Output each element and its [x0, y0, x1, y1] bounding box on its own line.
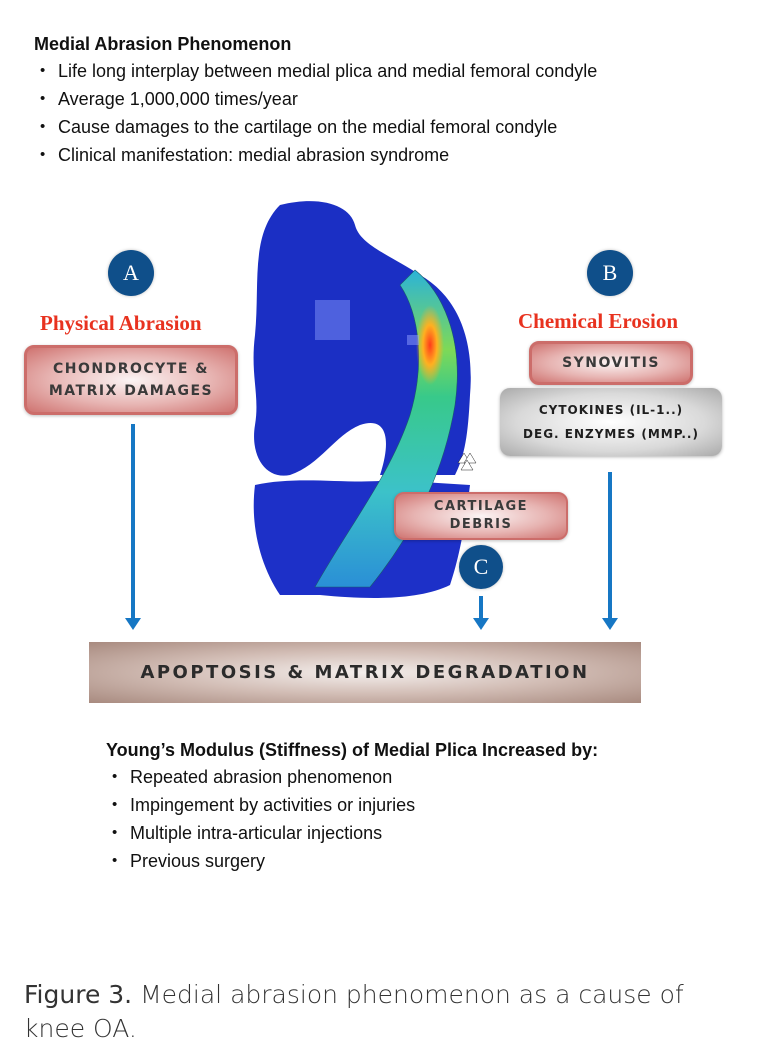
- box-line: cytokines (IL-1..): [538, 403, 684, 417]
- apoptosis-matrix-degradation-bar: Apoptosis & Matrix Degradation: [89, 642, 641, 703]
- mesh-highlight: [407, 335, 419, 345]
- cartilage-debris-box: CARTILAGE DEBRIS: [394, 492, 568, 540]
- top-section-title: Medial Abrasion Phenomenon: [34, 34, 292, 54]
- marker-a-badge: A: [108, 250, 154, 296]
- list-item: Clinical manifestation: medial abrasion …: [34, 141, 597, 169]
- plica-mesh-triangles: [457, 452, 477, 471]
- marker-c-badge: C: [459, 545, 503, 589]
- arrow-a-down: [125, 424, 141, 630]
- box-line: Chondrocyte &: [52, 361, 210, 377]
- box-line: deg. enzymes (MMP..): [523, 427, 699, 441]
- chemical-erosion-title: Chemical Erosion: [518, 309, 679, 333]
- synovitis-label: Synovitis: [562, 355, 660, 371]
- list-item: Average 1,000,000 times/year: [34, 85, 597, 113]
- top-bullet-list: Life long interplay between medial plica…: [34, 57, 597, 169]
- bottom-section: Young’s Modulus (Stiffness) of Medial Pl…: [106, 740, 598, 875]
- mesh-highlight: [315, 300, 350, 340]
- list-item: Cause damages to the cartilage on the me…: [34, 113, 597, 141]
- marker-b-label: B: [602, 260, 618, 285]
- box-line: DEBRIS: [449, 517, 513, 532]
- figure-label: Figure 3.: [24, 980, 133, 1009]
- marker-c-label: C: [473, 554, 489, 579]
- chondrocyte-matrix-damages-box: Chondrocyte & Matrix Damages: [24, 345, 238, 415]
- bottom-bullet-list: Repeated abrasion phenomenon Impingement…: [106, 763, 598, 875]
- list-item: Life long interplay between medial plica…: [34, 57, 597, 85]
- bottom-section-title: Young’s Modulus (Stiffness) of Medial Pl…: [106, 740, 599, 760]
- list-item: Impingement by activities or injuries: [106, 791, 598, 819]
- box-line: CARTILAGE: [433, 499, 529, 514]
- marker-b-badge: B: [587, 250, 633, 296]
- synovitis-box: Synovitis: [529, 341, 693, 385]
- outcome-label: Apoptosis & Matrix Degradation: [140, 662, 590, 683]
- marker-a-label: A: [123, 260, 139, 285]
- stress-hotspot: [416, 305, 444, 385]
- arrow-b-down: [602, 472, 618, 630]
- list-item: Repeated abrasion phenomenon: [106, 763, 598, 791]
- box-line: Matrix Damages: [48, 383, 214, 399]
- arrow-c-down: [473, 596, 489, 630]
- physical-abrasion-title: Physical Abrasion: [40, 311, 202, 335]
- figure-caption: Figure 3. Medial abrasion phenomenon as …: [24, 978, 724, 1046]
- cytokines-enzymes-box: cytokines (IL-1..) deg. enzymes (MMP..): [500, 388, 722, 456]
- list-item: Previous surgery: [106, 847, 598, 875]
- list-item: Multiple intra-articular injections: [106, 819, 598, 847]
- top-section: Medial Abrasion Phenomenon Life long int…: [34, 34, 597, 169]
- figure-caption-text: Medial abrasion phenomenon as a cause of…: [24, 980, 684, 1043]
